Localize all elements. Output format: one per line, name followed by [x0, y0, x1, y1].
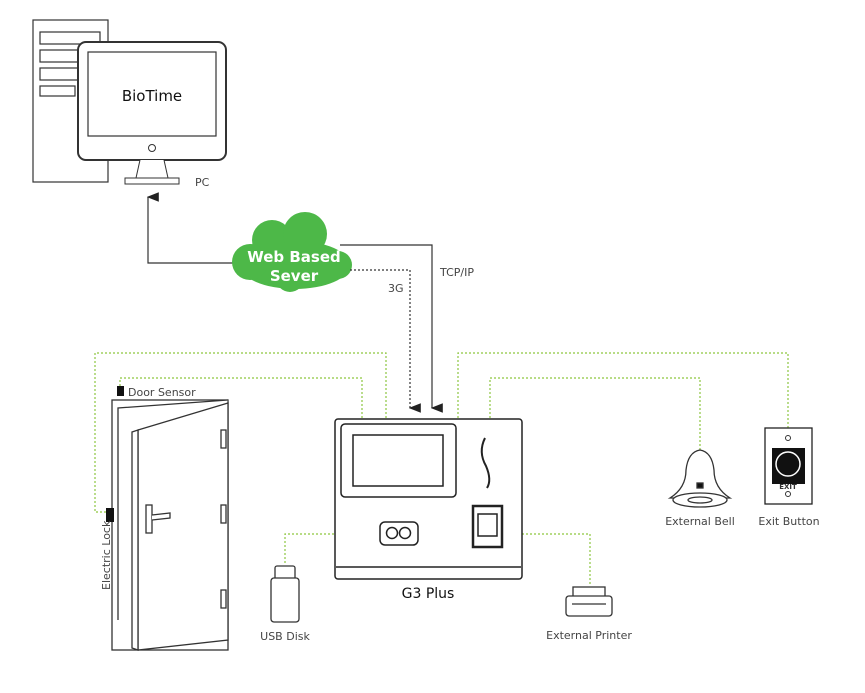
door-icon — [111, 399, 229, 651]
electric-lock-icon — [106, 508, 114, 522]
device-label: G3 Plus — [402, 586, 455, 602]
lock-wire — [94, 352, 387, 513]
link-tcpip-label: TCP/IP — [439, 266, 474, 279]
exit-button-icon — [764, 427, 813, 505]
cloud-label-line1: Web Based — [247, 248, 341, 266]
cloud-icon — [232, 212, 352, 292]
usb-disk-label: USB Disk — [260, 630, 310, 643]
3g-link — [350, 269, 421, 413]
pc-connection-line — [146, 192, 240, 264]
exit-button-label: Exit Button — [758, 515, 819, 528]
monitor-icon — [77, 41, 227, 185]
electric-lock-label: Electric Lock — [100, 520, 113, 590]
external-bell-label: External Bell — [665, 515, 735, 528]
tcpip-link — [340, 244, 443, 413]
printer-wire — [522, 533, 591, 585]
external-printer-label: External Printer — [546, 629, 632, 642]
bell-wire — [489, 377, 701, 450]
door-sensor-wire — [119, 377, 363, 418]
usb-wire — [284, 533, 334, 565]
door-sensor-label: Door Sensor — [128, 386, 196, 399]
usb-disk-icon — [270, 565, 300, 623]
exit-text: EXIT — [779, 483, 797, 491]
wiring — [94, 352, 789, 585]
external-printer-icon — [565, 586, 613, 617]
link-3g-label: 3G — [388, 282, 404, 295]
cloud-label-line2: Sever — [270, 267, 319, 285]
monitor-text: BioTime — [122, 87, 182, 105]
external-bell-icon — [667, 449, 733, 508]
door-sensor-icon — [117, 386, 124, 396]
pc-label: PC — [195, 176, 210, 189]
exit-button-wire — [457, 352, 789, 428]
g3-plus-device-icon — [334, 418, 523, 580]
